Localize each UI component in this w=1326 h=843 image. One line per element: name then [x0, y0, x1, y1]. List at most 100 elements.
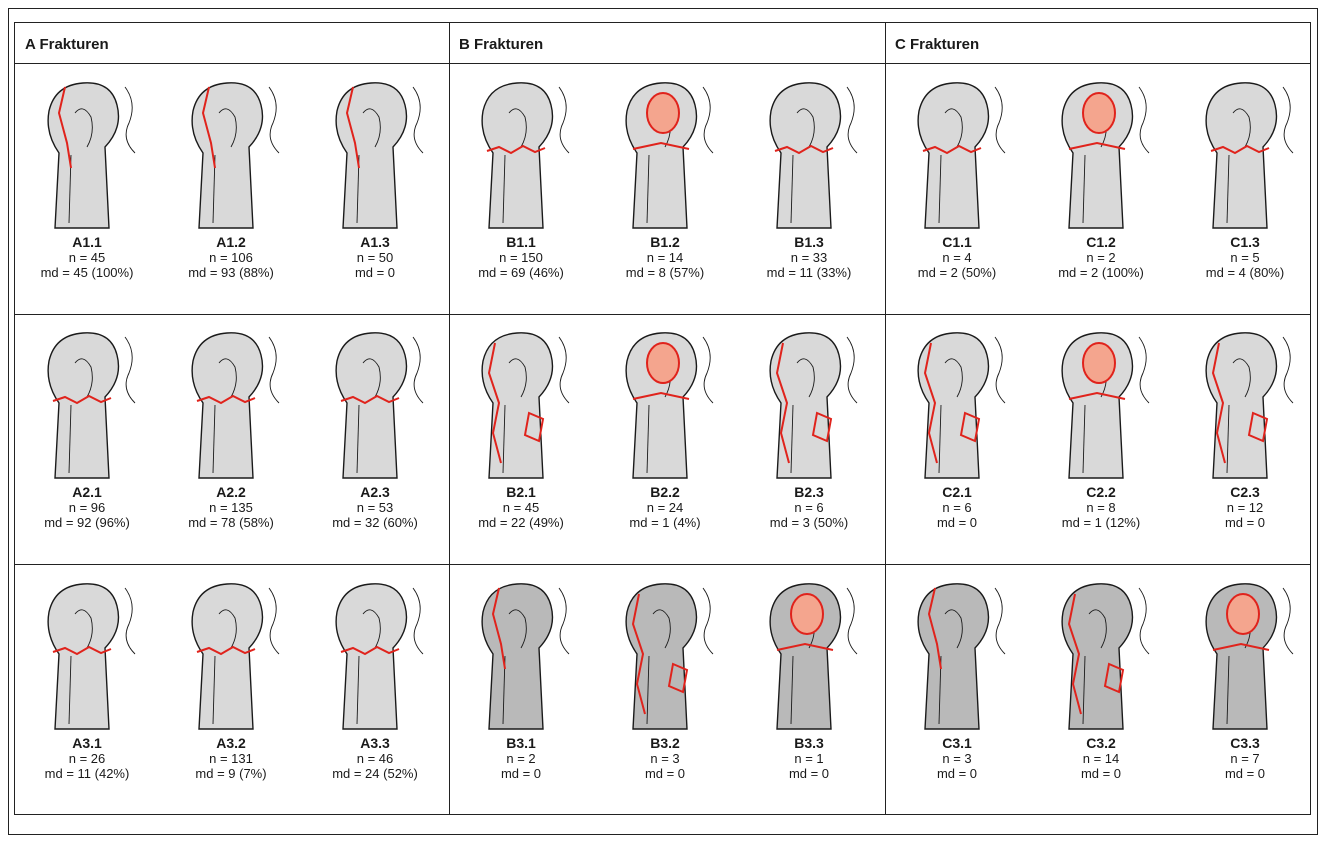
case-count: n = 33 [737, 250, 881, 265]
fracture-cell: B1.3n = 33md = 11 (33%) [737, 69, 881, 311]
humerus-fracture-illustration [895, 73, 1019, 233]
case-count: n = 14 [593, 250, 737, 265]
md-count: md = 0 [1173, 515, 1317, 530]
md-count: md = 11 (33%) [737, 265, 881, 280]
humerus-fracture-illustration [895, 323, 1019, 483]
humerus-fracture-illustration [1183, 73, 1307, 233]
md-count: md = 93 (88%) [159, 265, 303, 280]
case-count: n = 4 [885, 250, 1029, 265]
md-count: md = 45 (100%) [15, 265, 159, 280]
case-count: n = 106 [159, 250, 303, 265]
group-heading-a: A Frakturen [15, 27, 109, 63]
md-count: md = 9 (7%) [159, 766, 303, 781]
case-count: n = 150 [449, 250, 593, 265]
humerus-fracture-illustration [459, 73, 583, 233]
fracture-caption: C2.2n = 8md = 1 (12%) [1029, 485, 1173, 530]
group-heading-c: C Frakturen [885, 27, 979, 63]
fracture-cell: A3.1n = 26md = 11 (42%) [15, 570, 159, 812]
humerus-fracture-illustration [1183, 574, 1307, 734]
fracture-code: B2.1 [449, 485, 593, 500]
fracture-cell: A3.3n = 46md = 24 (52%) [303, 570, 447, 812]
humerus-fracture-illustration [747, 574, 871, 734]
humerus-fracture-illustration [25, 73, 149, 233]
fracture-cell: C3.3n = 7md = 0 [1173, 570, 1317, 812]
fracture-code: C2.2 [1029, 485, 1173, 500]
fracture-code: C1.1 [885, 235, 1029, 250]
fracture-caption: A1.3n = 50md = 0 [303, 235, 447, 280]
humerus-fracture-illustration [747, 323, 871, 483]
md-count: md = 2 (50%) [885, 265, 1029, 280]
humerus-fracture-illustration [459, 323, 583, 483]
group-heading-b: B Frakturen [449, 27, 543, 63]
humerus-fracture-illustration [25, 574, 149, 734]
humerus-fracture-illustration [1039, 323, 1163, 483]
case-count: n = 53 [303, 500, 447, 515]
fracture-code: B2.2 [593, 485, 737, 500]
md-count: md = 0 [1029, 766, 1173, 781]
md-count: md = 2 (100%) [1029, 265, 1173, 280]
fracture-caption: B1.1n = 150md = 69 (46%) [449, 235, 593, 280]
row-divider [15, 564, 1310, 565]
fracture-code: A1.3 [303, 235, 447, 250]
md-count: md = 8 (57%) [593, 265, 737, 280]
fracture-code: B3.1 [449, 736, 593, 751]
md-count: md = 3 (50%) [737, 515, 881, 530]
fracture-cell: C2.3n = 12md = 0 [1173, 319, 1317, 561]
case-count: n = 6 [737, 500, 881, 515]
md-count: md = 92 (96%) [15, 515, 159, 530]
case-count: n = 96 [15, 500, 159, 515]
humerus-fracture-illustration [747, 73, 871, 233]
humerus-fracture-illustration [169, 574, 293, 734]
fracture-code: C1.2 [1029, 235, 1173, 250]
case-count: n = 5 [1173, 250, 1317, 265]
fracture-cell: B1.1n = 150md = 69 (46%) [449, 69, 593, 311]
fracture-code: C2.1 [885, 485, 1029, 500]
case-count: n = 46 [303, 751, 447, 766]
fracture-code: A3.2 [159, 736, 303, 751]
humerus-fracture-illustration [313, 323, 437, 483]
md-count: md = 0 [885, 766, 1029, 781]
case-count: n = 131 [159, 751, 303, 766]
fracture-caption: C3.1n = 3md = 0 [885, 736, 1029, 781]
case-count: n = 12 [1173, 500, 1317, 515]
md-count: md = 1 (4%) [593, 515, 737, 530]
row-divider [15, 314, 1310, 315]
fracture-code: A2.2 [159, 485, 303, 500]
md-count: md = 32 (60%) [303, 515, 447, 530]
humerus-fracture-illustration [1183, 323, 1307, 483]
fracture-code: A1.2 [159, 235, 303, 250]
fracture-code: A2.1 [15, 485, 159, 500]
humerus-fracture-illustration [169, 73, 293, 233]
humerus-fracture-illustration [895, 574, 1019, 734]
md-count: md = 4 (80%) [1173, 265, 1317, 280]
case-count: n = 7 [1173, 751, 1317, 766]
fracture-cell: B2.3n = 6md = 3 (50%) [737, 319, 881, 561]
fracture-caption: B3.1n = 2md = 0 [449, 736, 593, 781]
case-count: n = 26 [15, 751, 159, 766]
md-count: md = 0 [885, 515, 1029, 530]
md-count: md = 0 [737, 766, 881, 781]
fracture-cell: A2.3n = 53md = 32 (60%) [303, 319, 447, 561]
humerus-fracture-illustration [1039, 73, 1163, 233]
md-count: md = 24 (52%) [303, 766, 447, 781]
